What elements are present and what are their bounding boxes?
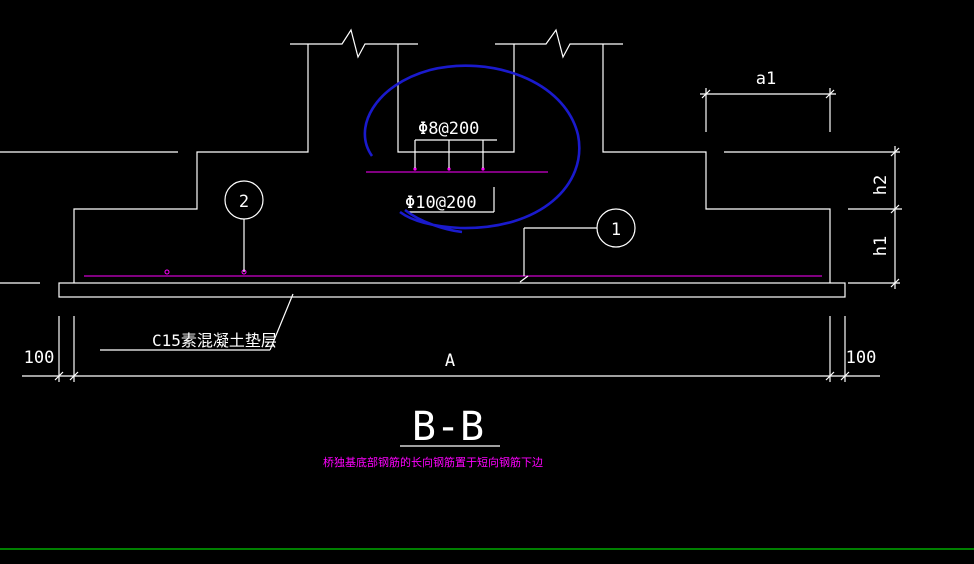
- rebar-group: [84, 167, 822, 277]
- section-note: 桥独基底部钢筋的长向钢筋置于短向钢筋下边: [323, 455, 543, 469]
- dimension-a1: [700, 88, 836, 132]
- bottom-rebar-leader: [407, 187, 495, 213]
- dim-h1-label: h1: [871, 236, 891, 256]
- dimension-bottom: [22, 316, 880, 382]
- dim-center-label: A: [445, 351, 455, 371]
- foundation-outline: [0, 28, 900, 284]
- dim-a1-label: a1: [756, 69, 776, 89]
- dim-h2-label: h2: [871, 175, 891, 195]
- dim-left-label: 100: [24, 348, 55, 368]
- rebar-top-label: Φ8@200: [418, 119, 479, 139]
- marker-2-label: 2: [239, 192, 249, 212]
- marker-2: [224, 180, 264, 272]
- rebar-bottom-label: Φ10@200: [405, 193, 477, 213]
- pad-leader: [100, 293, 294, 351]
- pad-label: C15素混凝土垫层: [152, 331, 277, 350]
- top-rebar-leader: [414, 139, 497, 168]
- marker-1: [519, 208, 636, 283]
- dimension-h: [848, 146, 902, 289]
- dim-right-label: 100: [846, 348, 877, 368]
- blinding-pad: [58, 282, 846, 298]
- section-title: B-B: [412, 404, 484, 450]
- marker-1-label: 1: [611, 220, 621, 240]
- markup-circle: [363, 64, 581, 234]
